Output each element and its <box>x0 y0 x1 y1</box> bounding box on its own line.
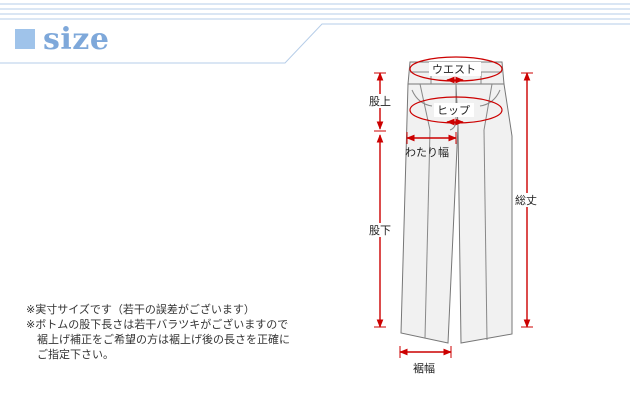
note-line-2: ※ボトムの股下長さは若干バラツキがございますので <box>26 318 289 331</box>
tick-marks <box>374 72 533 358</box>
note-line-3: 裾上げ補正をご希望の方は裾上げ後の長さを正確に <box>37 333 290 346</box>
note-line-1: ※実寸サイズです（若干の誤差がございます） <box>26 303 255 316</box>
header-decoration <box>0 3 630 64</box>
note-line-4: ご指定下さい。 <box>37 348 114 361</box>
inseam-label: 股下 <box>369 224 391 237</box>
length-label: 総丈 <box>515 193 537 207</box>
page-title: size <box>43 22 110 57</box>
rise-label: 股上 <box>369 95 391 108</box>
waist-label: ウエスト <box>432 63 476 76</box>
title-marker-icon <box>15 29 35 49</box>
hip-label: ヒップ <box>437 104 470 117</box>
thigh-label: わたり幅 <box>405 146 449 159</box>
hem-label: 裾幅 <box>413 361 435 375</box>
